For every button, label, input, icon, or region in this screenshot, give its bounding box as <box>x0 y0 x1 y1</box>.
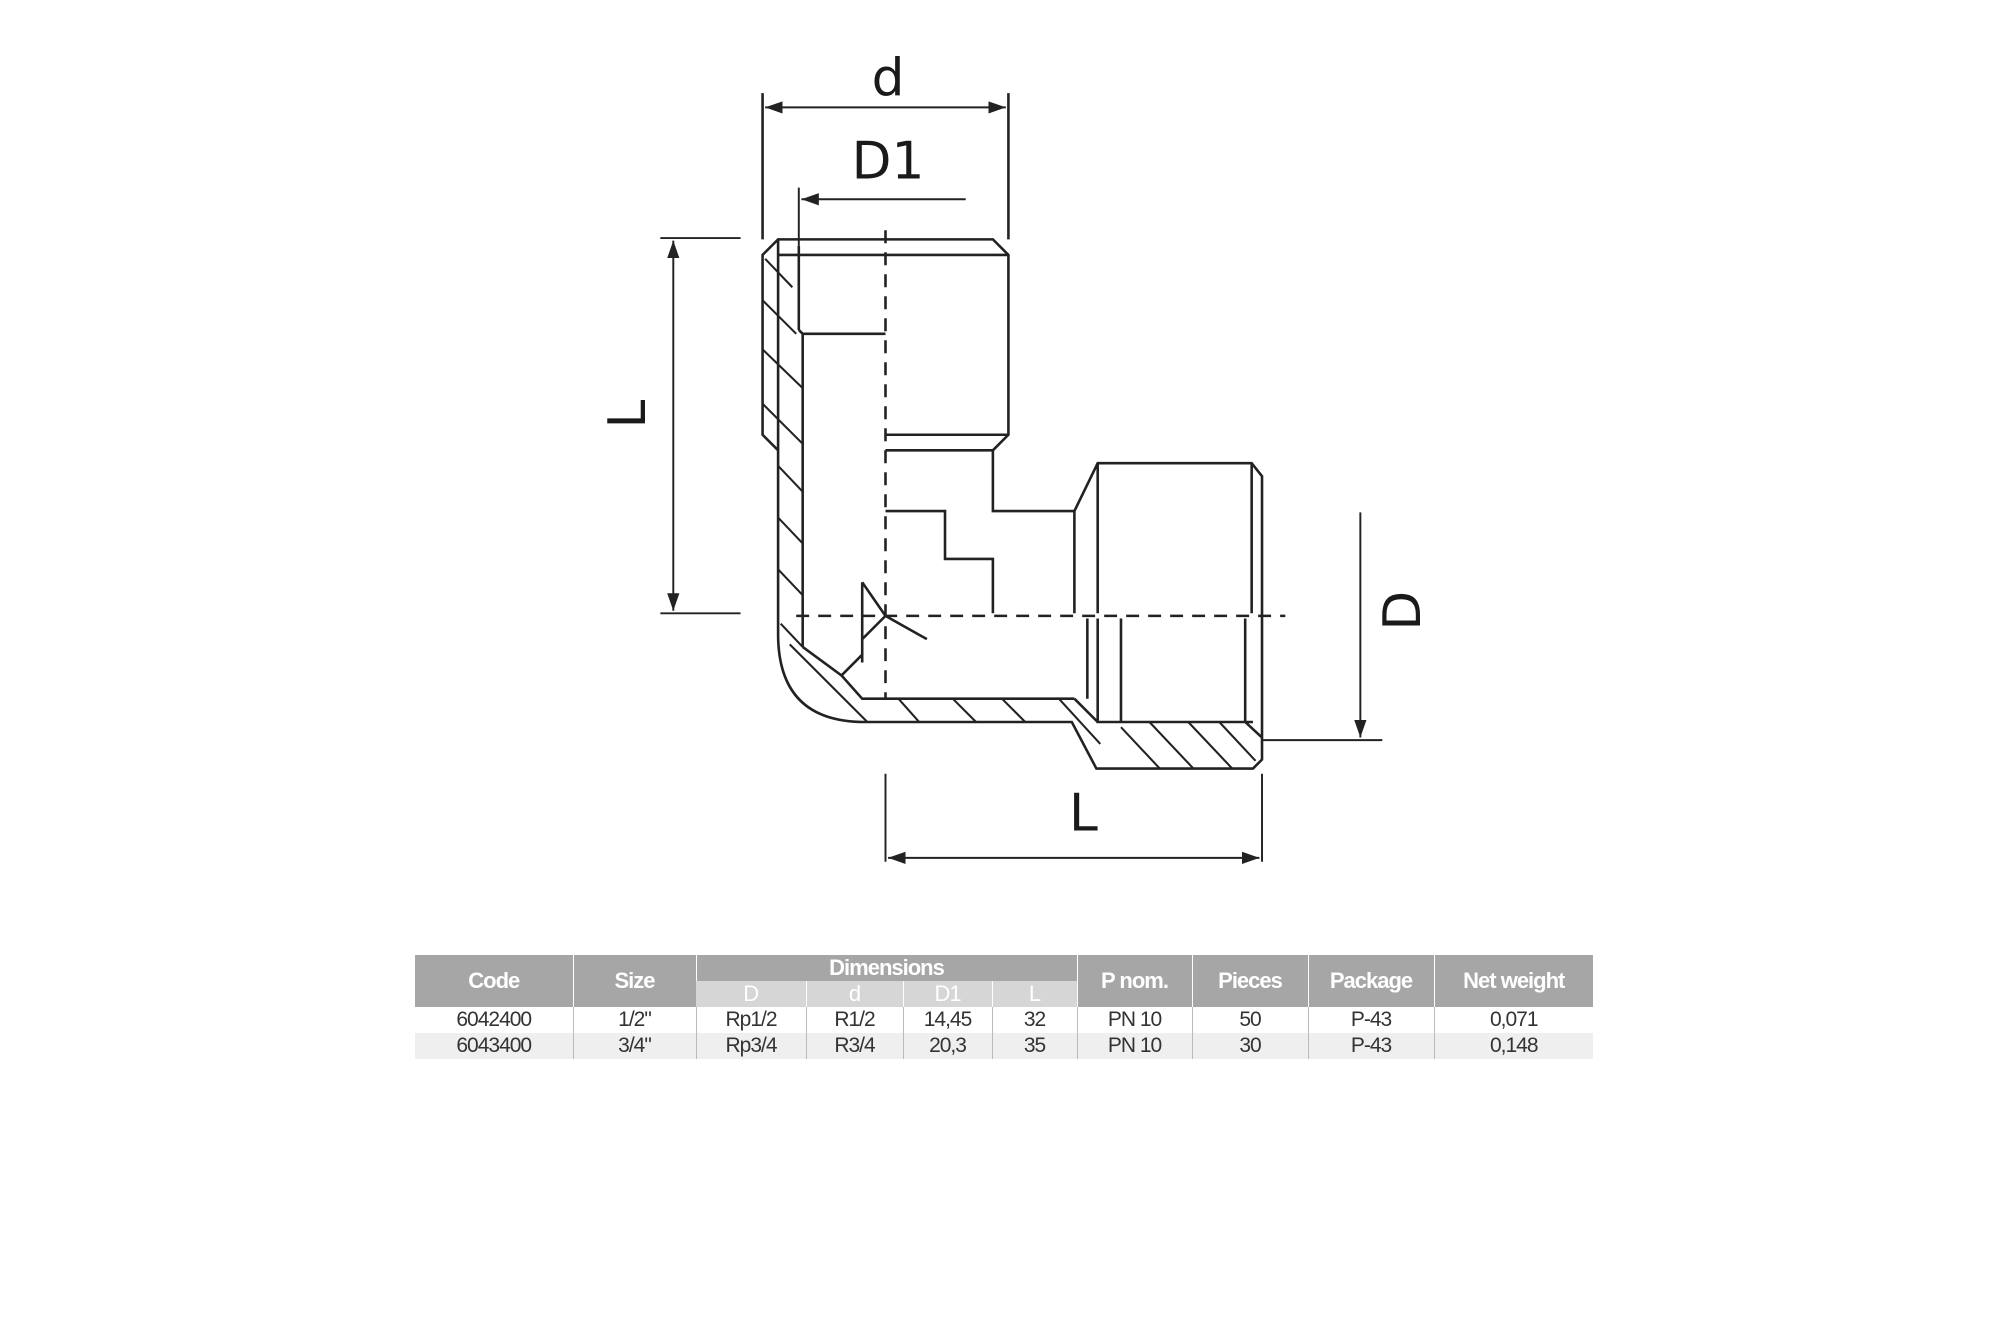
centerlines <box>796 230 1286 699</box>
label-D1: D1 <box>852 132 925 192</box>
section-hatching <box>761 258 1257 770</box>
label-L-horizontal: L <box>1069 784 1098 844</box>
header-size: Size <box>572 955 696 1007</box>
dimension-D1 <box>797 187 966 246</box>
table-row: 6043400 3/4" Rp3/4 R3/4 20,3 35 PN 10 30… <box>415 1033 1594 1059</box>
header-code: Code <box>415 955 573 1007</box>
subheader-d: d <box>805 981 903 1007</box>
dimension-D <box>1262 512 1383 742</box>
header-pieces: Pieces <box>1191 955 1309 1007</box>
table-subheader-row: D d D1 L <box>415 981 1593 1007</box>
dimension-L-horizontal <box>884 773 1263 864</box>
label-L-vertical: L <box>598 399 658 428</box>
cell-pieces: 50 <box>1191 1007 1309 1033</box>
cell-p-nom: PN 10 <box>1076 1007 1193 1033</box>
cell-D1: 14,45 <box>902 1007 992 1033</box>
header-package: Package <box>1307 955 1435 1007</box>
subheader-L: L <box>991 981 1078 1007</box>
cell-D: Rp3/4 <box>695 1033 806 1059</box>
cell-p-nom: PN 10 <box>1076 1033 1193 1059</box>
cell-net-weight: 0,071 <box>1433 1007 1594 1033</box>
subheader-D: D <box>696 981 806 1007</box>
table-header-row: Code Size Dimensions P nom. Pieces Packa… <box>415 955 1594 1007</box>
dimension-L-vertical <box>660 237 741 615</box>
header-p-nom: P nom. <box>1076 955 1193 1007</box>
cell-L: 35 <box>991 1033 1078 1059</box>
fitting-body <box>761 238 1264 770</box>
cell-D1: 20,3 <box>902 1033 992 1059</box>
cell-D: Rp1/2 <box>695 1007 806 1033</box>
table-row: 6042400 1/2" Rp1/2 R1/2 14,45 32 PN 10 5… <box>415 1007 1594 1033</box>
cell-net-weight: 0,148 <box>1433 1033 1594 1059</box>
cell-code: 6043400 <box>415 1033 573 1059</box>
product-table: Code Size Dimensions P nom. Pieces Packa… <box>415 955 1594 1059</box>
cell-d: R1/2 <box>805 1007 903 1033</box>
cell-package: P-43 <box>1307 1033 1435 1059</box>
header-net-weight: Net weight <box>1433 955 1594 1007</box>
header-dimensions: Dimensions <box>695 955 1078 981</box>
dimension-d <box>761 93 1010 240</box>
cell-code: 6042400 <box>456 1008 532 1031</box>
cell-package: P-43 <box>1307 1007 1435 1033</box>
cell-size: 1/2" <box>572 1007 696 1033</box>
subheader-D1: D1 <box>902 981 992 1007</box>
cell-pieces: 30 <box>1191 1033 1309 1059</box>
cell-d: R3/4 <box>805 1033 903 1059</box>
cell-size: 3/4" <box>572 1033 696 1059</box>
label-d: d <box>872 49 905 109</box>
label-D: D <box>1373 591 1433 631</box>
cell-L: 32 <box>991 1007 1078 1033</box>
